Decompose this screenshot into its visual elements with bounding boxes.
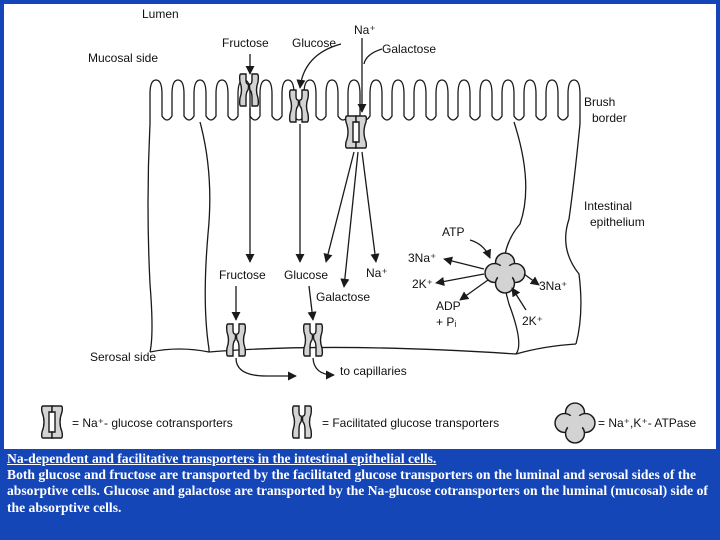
na3-in-label: 3Na⁺: [408, 251, 436, 265]
cell-boundary-right: [502, 121, 527, 355]
glucose-lumen-label: Glucose: [292, 36, 336, 50]
legend-cotransporter-label: = Na⁺- glucose cotransporters: [72, 416, 233, 430]
diagram-panel: Lumen Mucosal side Serosal side Brush bo…: [4, 4, 716, 449]
legend: = Na⁺- glucose cotransporters = Facilita…: [40, 402, 696, 444]
legend-cotransporter-icon: [40, 405, 64, 439]
caption-title: Na-dependent and facilitative transporte…: [7, 451, 437, 466]
legend-facilitated-label: = Facilitated glucose transporters: [322, 416, 499, 430]
lumen-label: Lumen: [142, 7, 179, 21]
basolateral-membrane: [149, 343, 577, 355]
galactose-cell-label: Galactose: [316, 290, 370, 304]
cell-boundary-left: [199, 121, 211, 352]
basolateral-glucose-transporter-icon: [302, 323, 324, 357]
caption-body: Both glucose and fructose are transporte…: [7, 467, 708, 515]
atp-label: ATP: [442, 225, 464, 239]
na-k-atpase-pump-icon: [484, 252, 526, 294]
basolateral-fructose-transporter-icon: [225, 323, 247, 357]
brush-border-label-2: border: [592, 111, 627, 125]
na-lumen-label: Na⁺: [354, 23, 376, 37]
galactose-lumen-label: Galactose: [382, 42, 436, 56]
epithelium-label-1: Intestinal: [584, 199, 632, 213]
na-cell-label: Na⁺: [366, 266, 388, 280]
cell-boundary-far-right: [565, 123, 582, 345]
to-capillaries-label: to capillaries: [340, 364, 407, 378]
legend-atpase-icon: [554, 402, 596, 444]
apical-glucose-transporter-icon: [288, 89, 310, 123]
serosal-side-label: Serosal side: [90, 350, 156, 364]
flow-arrows: [231, 38, 540, 381]
cell-boundary-left-outer: [147, 123, 153, 353]
figure-caption: Na-dependent and facilitative transporte…: [7, 451, 713, 516]
transport-diagram: Lumen Mucosal side Serosal side Brush bo…: [40, 7, 696, 444]
brush-border-label-1: Brush: [584, 95, 615, 109]
k2-in-label: 2K⁺: [522, 314, 543, 328]
apical-cotransporter-icon: [344, 115, 368, 149]
k2-out-label: 2K⁺: [412, 277, 433, 291]
legend-facilitated-transporter-icon: [291, 405, 313, 439]
na3-out-label: 3Na⁺: [539, 279, 567, 293]
fructose-cell-label: Fructose: [219, 268, 266, 282]
mucosal-side-label: Mucosal side: [88, 51, 158, 65]
epithelium-label-2: epithelium: [590, 215, 645, 229]
glucose-cell-label: Glucose: [284, 268, 328, 282]
fructose-lumen-label: Fructose: [222, 36, 269, 50]
legend-atpase-label: = Na⁺,K⁺- ATPase: [598, 416, 696, 430]
pi-label: + Pᵢ: [436, 315, 456, 329]
adp-label: ADP: [436, 299, 461, 313]
apical-fructose-transporter-icon: [238, 73, 260, 107]
